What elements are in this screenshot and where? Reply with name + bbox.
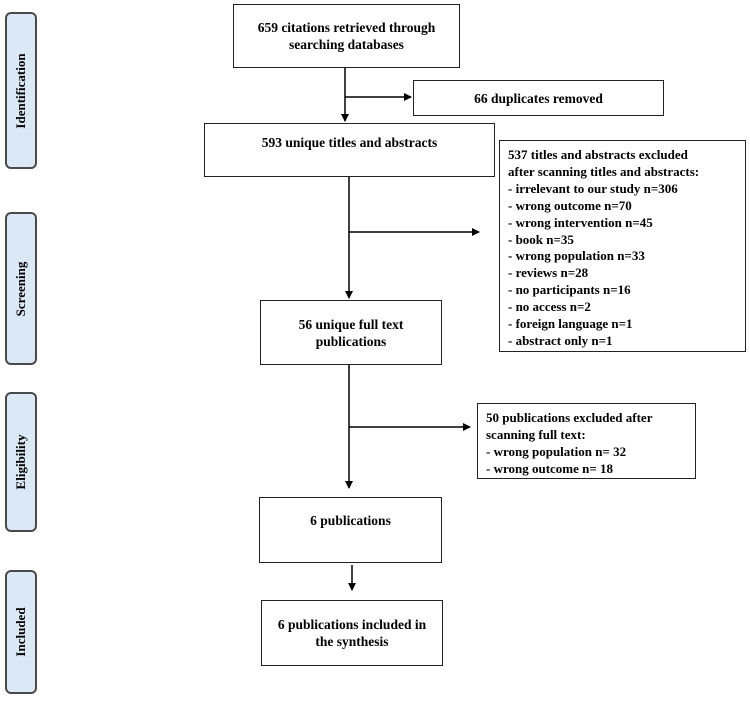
list-item: - abstract only n=1	[508, 332, 613, 348]
list-item: - no access n=2	[508, 299, 591, 315]
box-duplicates: 66 duplicates removed	[413, 80, 664, 116]
phase-screening: Screening	[5, 212, 37, 365]
excluded-titles-heading-1: 537 titles and abstracts excluded	[508, 147, 688, 162]
box-included-synthesis: 6 publications included in the synthesis	[261, 600, 443, 666]
list-item: - reviews n=28	[508, 265, 589, 281]
phase-eligibility: Eligibility	[5, 392, 37, 532]
list-item: - wrong outcome n= 18	[486, 460, 614, 476]
phase-included: Included	[5, 570, 37, 694]
box-retrieved: 659 citations retrieved through searchin…	[233, 4, 460, 68]
excluded-titles-heading-2: after scanning titles and abstracts:	[508, 163, 700, 179]
excluded-full-heading-2: scanning full text:	[486, 426, 586, 442]
excluded-full-heading-1: 50 publications excluded after	[486, 410, 653, 425]
list-item: - irrelevant to our study n=306	[508, 180, 678, 196]
box-excluded-titles: 537 titles and abstracts excluded after …	[499, 140, 746, 352]
box-six-publications: 6 publications	[259, 497, 442, 563]
list-item: - book n=35	[508, 231, 574, 247]
list-item: - foreign language n=1	[508, 316, 633, 332]
list-item: - wrong outcome n=70	[508, 197, 632, 213]
box-unique-titles: 593 unique titles and abstracts	[204, 123, 495, 177]
list-item: - wrong population n=33	[508, 248, 645, 264]
box-full-text: 56 unique full text publications	[260, 300, 442, 365]
list-item: - wrong population n= 32	[486, 443, 627, 459]
box-excluded-full: 50 publications excluded after scanning …	[477, 403, 696, 479]
list-item: - wrong intervention n=45	[508, 214, 653, 230]
list-item: - no participants n=16	[508, 282, 631, 298]
phase-identification: Identification	[5, 12, 37, 169]
